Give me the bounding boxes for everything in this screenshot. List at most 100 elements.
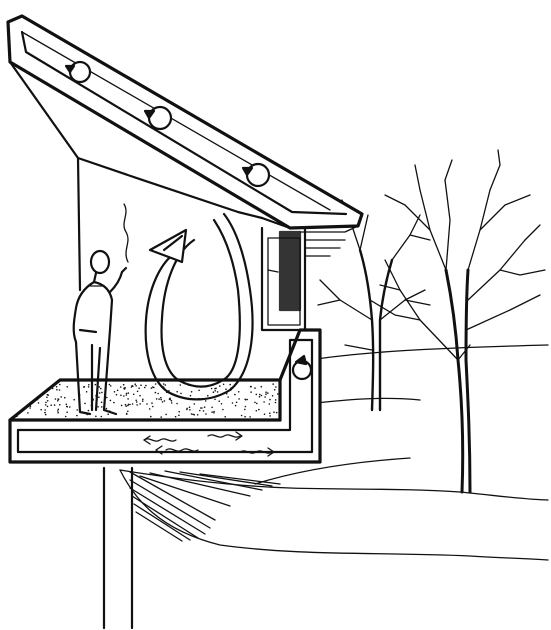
floor-speckle-dot [275,399,277,401]
floor-speckle-dot [132,403,134,405]
floor-speckle-dot [56,386,58,388]
floor-speckle-dot [165,384,167,386]
floor-speckle-dot [254,402,256,404]
support-post [104,468,132,628]
floor-speckle-dot [106,408,108,410]
floor-speckle-dot [57,400,59,402]
floor-speckle-dot [189,406,191,408]
floor-speckle-dot [186,408,188,410]
floor-speckle-dot [129,404,131,406]
floor-speckle-dot [57,412,59,414]
floor-speckle-dot [191,391,193,393]
floor-speckle-dot [211,388,213,390]
floor-speckle-dot [160,397,162,399]
floor-speckle-dot [267,392,269,394]
clerestory-window [262,226,358,330]
floor-speckle-dot [139,395,141,397]
floor-speckle-dot [47,400,49,402]
floor-speckle-dot [277,393,279,395]
floor-speckle-dot [155,392,157,394]
floor-speckle-dot [127,405,129,407]
floor-speckle-dot [269,403,271,405]
u-arrow-icon [146,214,253,399]
floor-speckle-dot [272,395,274,397]
floor-speckle-dot [192,414,194,416]
floor-speckle-dot [125,405,127,407]
floor-speckle-dot [197,414,199,416]
floor-speckle-dot [120,386,122,388]
floor-speckle-dot [163,383,165,385]
floor-speckle-dot [142,400,144,402]
floor-speckle-dot [213,411,215,413]
floor-speckle-dot [222,409,224,411]
floor-platform [10,330,320,462]
floor-speckle-dot [113,402,115,404]
floor-speckle-dot [162,401,164,403]
floor-speckle-dot [223,384,225,386]
floor-speckle-dot [191,413,193,415]
floor-speckle-dot [176,403,178,405]
floor-speckle-dot [178,411,180,413]
floor-speckle-dot [29,407,31,409]
floor-speckle-dot [136,404,138,406]
floor-speckle-dot [133,394,135,396]
floor-speckle-dot [88,386,90,388]
floor-speckle-dot [37,399,39,401]
floor-speckle-dot [180,393,182,395]
floor-speckle-dot [250,386,252,388]
floor-speckle-dot [176,391,178,393]
floor-speckle-dot [213,391,215,393]
floor-speckle-dot [116,394,118,396]
floor-speckle-dot [47,394,49,396]
floor-speckle-dot [255,394,257,396]
floor-speckle-dot [232,402,234,404]
floor-speckle-dot [45,402,47,404]
floor-speckle-dot [57,410,59,412]
floor-speckle-dot [107,413,109,415]
floor-speckle-dot [55,398,57,400]
floor-speckle-dot [44,409,46,411]
floor-speckle-dot [44,412,46,414]
floor-speckle-dot [131,386,133,388]
floor-speckle-dot [60,396,62,398]
floor-speckle-dot [99,392,101,394]
floor-speckle-dot [66,404,68,406]
floor-speckle-dot [84,386,86,388]
floor-speckle-dot [246,399,248,401]
floor-speckle-dot [101,402,103,404]
floor-speckle-dot [54,404,56,406]
floor-speckle-dot [135,400,137,402]
floor-speckle-dot [178,415,180,417]
floor-speckle-dot [149,408,151,410]
floor-speckle-dot [160,399,162,401]
floor-speckle-dot [157,393,159,395]
floor-speckle-dot [265,391,267,393]
floor-speckle-dot [67,386,69,388]
floor-speckle-dot [158,398,160,400]
floor-speckle-dot [269,412,271,414]
floor-speckle-dot [16,416,18,418]
floor-speckle-dot [88,410,90,412]
floor-speckle-dot [256,403,258,405]
floor-speckle-dot [138,387,140,389]
floor-speckle-dot [199,410,201,412]
floor-speckle-dot [45,414,47,416]
floor-speckle-dot [121,405,123,407]
floor-speckle-dot [52,388,54,390]
floor-speckle-dot [126,413,128,415]
floor-speckle-dot [151,402,153,404]
floor-speckle-dot [217,391,219,393]
floor-speckle-dot [254,387,256,389]
floor-speckle-dot [238,398,240,400]
floor-speckle-dot [144,387,146,389]
floor-speckle-dot [275,386,277,388]
floor-speckle-dot [264,396,266,398]
floor-speckle-dot [245,399,247,401]
floor-speckle-dot [101,406,103,408]
floor-speckle-dot [265,393,267,395]
floor-speckle-dot [136,401,138,403]
floor-speckle-dot [73,399,75,401]
floor-speckle-dot [200,407,202,409]
floor-speckle-dot [214,388,216,390]
